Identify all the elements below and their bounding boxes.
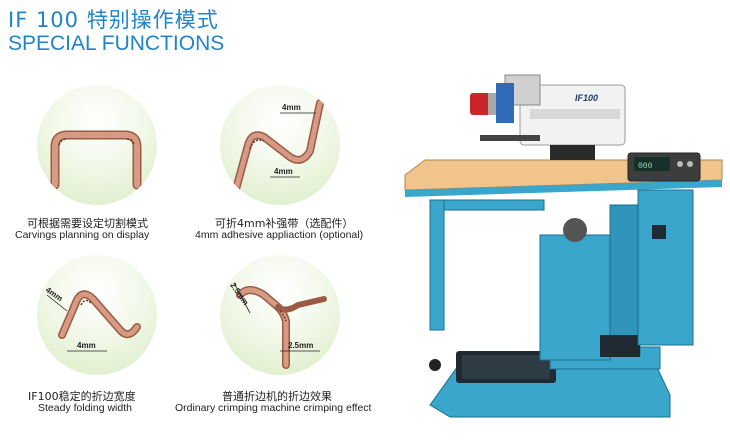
crimping-effect-diagram-icon: 2.5mm 2.5mm (220, 255, 340, 375)
feature-adhesive: 4mm 4mm 可折4mm补强带（选配件） 4mm adhesive appli… (195, 85, 375, 245)
adjust-knob-icon (429, 359, 441, 371)
model-label: IF100 (575, 93, 598, 103)
display-readout: 000 (638, 162, 653, 171)
machine-column (539, 234, 611, 361)
table-leg (429, 199, 445, 331)
feature-caption-en: Ordinary crimping machine crimping effec… (175, 402, 372, 414)
page-title-en: SPECIAL FUNCTIONS (8, 32, 225, 55)
feature-steady-folding: 4mm 4mm IF100稳定的折边宽度 Steady folding widt… (20, 255, 190, 415)
feature-caption-en: 4mm adhesive appliaction (optional) (195, 229, 364, 241)
folding-width-diagram-icon: 4mm 4mm (37, 255, 157, 375)
dimension-label: 2.5mm (288, 341, 313, 350)
dimension-label: 4mm (77, 341, 96, 350)
feature-caption-en: Steady folding width (38, 402, 132, 414)
machine-illustration: IF100 000 (400, 65, 725, 440)
feature-caption-en: Carvings planning on display (15, 229, 150, 241)
dimension-label: 4mm (274, 167, 293, 176)
feature-caption-cn: 可根据需要设定切割模式 (27, 217, 148, 230)
page-title-cn: IF 100 特别操作模式 (8, 8, 219, 32)
feature-caption-cn: 可折4mm补强带（选配件） (215, 217, 354, 230)
dimension-label: 4mm (282, 103, 301, 112)
carving-curve-diagram-icon (37, 85, 157, 205)
feature-carving: 可根据需要设定切割模式 Carvings planning on display (15, 85, 190, 245)
thread-spool (470, 93, 490, 115)
adhesive-tape-diagram-icon: 4mm 4mm (220, 85, 340, 205)
feature-ordinary-crimping: 2.5mm 2.5mm 普通折边机的折边效果 Ordinary crimping… (175, 255, 385, 415)
control-cabinet (637, 189, 694, 346)
feature-caption-cn: IF100稳定的折边宽度 (28, 390, 136, 403)
feature-caption-cn: 普通折边机的折边效果 (222, 390, 332, 403)
